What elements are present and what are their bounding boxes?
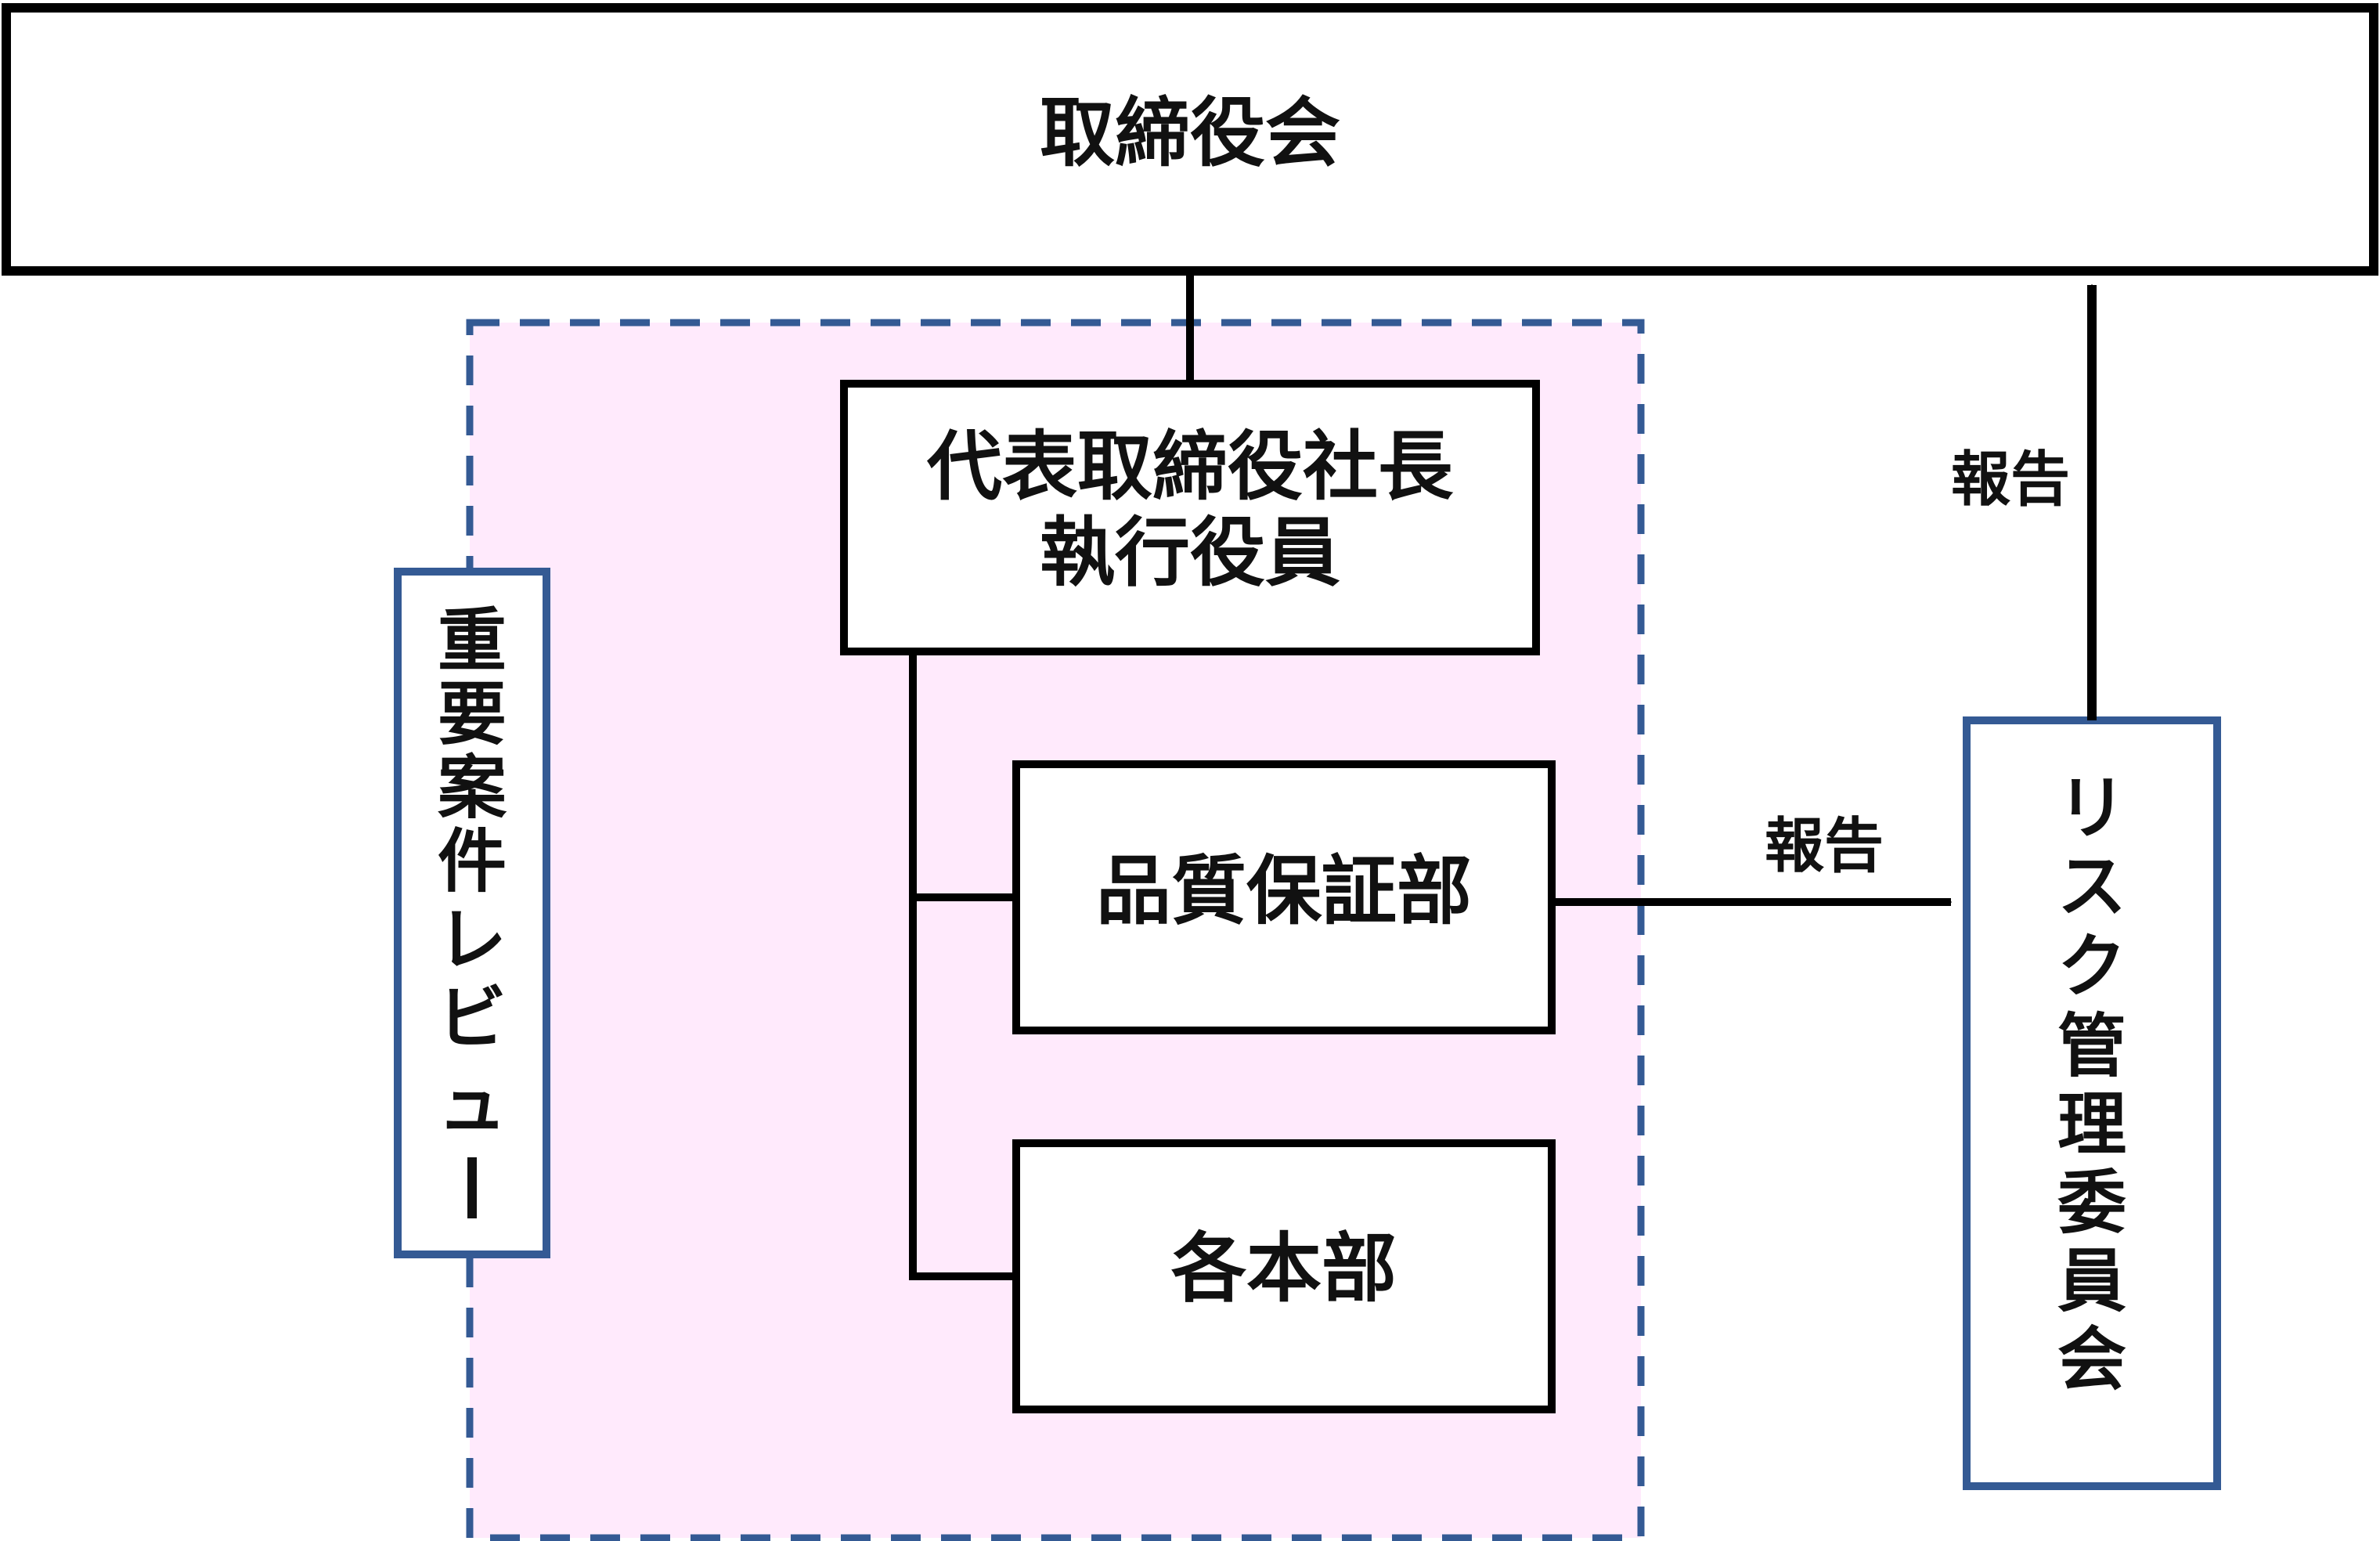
review-label: 重 要 案 件 レ ビ ュ <box>438 601 507 1218</box>
board-box <box>2 3 2378 276</box>
risk-char: 委 <box>2057 1163 2126 1243</box>
risk-char: ス <box>2057 846 2126 927</box>
risk-to-board-label: 報告 <box>1951 445 2070 514</box>
quality-label: 品質保証部 <box>1096 847 1472 935</box>
quality-box <box>1012 760 1556 1034</box>
board-label: 取締役会 <box>1040 89 1340 177</box>
president-label-line2: 執行役員 <box>1040 509 1340 597</box>
review-box <box>394 568 550 1258</box>
president-subunit-connector <box>909 651 1016 1280</box>
risk-char: 会 <box>2057 1319 2126 1400</box>
review-char: ビ <box>438 978 507 1059</box>
president-box <box>840 380 1540 655</box>
review-char: 要 <box>438 674 507 755</box>
president-label-line1: 代表取締役社長 <box>926 423 1454 511</box>
risk-char: 管 <box>2057 1006 2126 1087</box>
review-char: 件 <box>438 821 507 902</box>
risk-char: リ <box>2057 768 2126 849</box>
review-char: 案 <box>438 748 507 828</box>
review-char: レ <box>438 900 507 980</box>
divisions-box <box>1012 1139 1556 1413</box>
review-char: 重 <box>438 601 507 681</box>
risk-char: 理 <box>2057 1084 2126 1165</box>
risk-char: 員 <box>2057 1241 2126 1322</box>
risk-char: ク <box>2057 926 2126 1007</box>
divisions-label: 各本部 <box>1171 1225 1397 1312</box>
risk-label: リ ス ク 管 理 委 員 会 <box>2057 768 2126 1400</box>
review-char: ュ <box>438 1064 507 1145</box>
quality-to-risk-label: 報告 <box>1765 811 1884 881</box>
